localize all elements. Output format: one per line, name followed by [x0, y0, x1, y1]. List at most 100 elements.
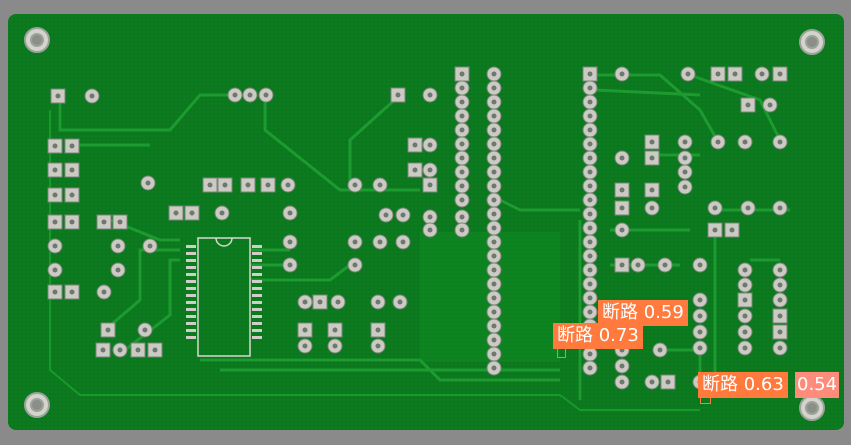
pad-hole	[587, 85, 593, 91]
pad-hole	[491, 337, 497, 343]
pad-hole	[587, 141, 593, 147]
pad-hole	[491, 141, 497, 147]
pad-hole	[459, 169, 465, 175]
pad-hole	[101, 219, 107, 225]
pad-hole	[587, 267, 593, 273]
pad-hole	[759, 71, 765, 77]
pad-hole	[352, 262, 358, 268]
pad-hole	[587, 365, 593, 371]
pad-hole	[222, 182, 228, 188]
pad-hole	[397, 299, 403, 305]
pad-hole	[69, 167, 75, 173]
pad-hole	[491, 309, 497, 315]
pad-hole	[459, 85, 465, 91]
pad-hole	[232, 92, 238, 98]
pad-hole	[459, 127, 465, 133]
pad-hole	[491, 365, 497, 371]
pad-hole	[587, 309, 593, 315]
pad-hole	[69, 219, 75, 225]
pad-hole	[745, 205, 751, 211]
pad-hole	[587, 183, 593, 189]
pad-hole	[117, 219, 123, 225]
pad-hole	[147, 243, 153, 249]
pad-hole	[332, 327, 338, 333]
pad-hole	[682, 184, 688, 190]
pad-hole	[335, 299, 341, 305]
pad-hole	[52, 143, 58, 149]
pad-hole	[649, 379, 655, 385]
pad-hole	[777, 282, 783, 288]
pad-hole	[491, 323, 497, 329]
pad-hole	[491, 267, 497, 273]
pad-hole	[777, 329, 783, 335]
pad-hole	[587, 225, 593, 231]
ic-chip-notch	[215, 237, 233, 247]
pad-hole	[427, 182, 433, 188]
pad-hole	[729, 227, 735, 233]
pad-hole	[619, 262, 625, 268]
pad-hole	[302, 327, 308, 333]
pad-hole	[285, 182, 291, 188]
pad-hole	[587, 281, 593, 287]
pad-hole	[491, 85, 497, 91]
pad-hole	[52, 219, 58, 225]
pad-hole	[263, 92, 269, 98]
pad-hole	[69, 289, 75, 295]
pad-hole	[742, 139, 748, 145]
pad-hole	[682, 155, 688, 161]
pad-hole	[619, 227, 625, 233]
pad-hole	[657, 347, 663, 353]
pad-hole	[619, 205, 625, 211]
pad-hole	[115, 267, 121, 273]
pad-hole	[287, 239, 293, 245]
pad-hole	[715, 139, 721, 145]
pad-hole	[649, 139, 655, 145]
pad-hole	[697, 329, 703, 335]
pad-hole	[491, 71, 497, 77]
pad-hole	[491, 169, 497, 175]
pad-hole	[352, 239, 358, 245]
pad-hole	[587, 169, 593, 175]
pad-hole	[649, 155, 655, 161]
pad-hole	[265, 182, 271, 188]
mounting-holes	[24, 27, 825, 421]
pad-hole	[635, 262, 641, 268]
pad-hole	[662, 262, 668, 268]
pad-hole	[375, 299, 381, 305]
pad-hole	[52, 192, 58, 198]
pad-hole	[587, 253, 593, 259]
pad-hole	[685, 71, 691, 77]
pad-hole	[619, 155, 625, 161]
pad-hole	[89, 93, 95, 99]
pad-hole	[491, 113, 497, 119]
pad-hole	[745, 102, 751, 108]
pad-hole	[491, 253, 497, 259]
detection-label-4: 0.54	[795, 372, 840, 398]
pad-hole	[400, 212, 406, 218]
pad-hole	[742, 267, 748, 273]
pad-hole	[459, 197, 465, 203]
pad-hole	[777, 71, 783, 77]
pad-hole	[742, 329, 748, 335]
pad-hole	[587, 71, 593, 77]
pad-hole	[145, 180, 151, 186]
ic-chip-pins	[186, 245, 262, 339]
pad-hole	[459, 155, 465, 161]
pad-hole	[427, 227, 433, 233]
pad-hole	[207, 182, 213, 188]
pad-hole	[245, 182, 251, 188]
detection-label-3: 断路 0.63	[698, 372, 788, 398]
pad-hole	[715, 71, 721, 77]
pad-hole	[777, 139, 783, 145]
pad-hole	[587, 295, 593, 301]
pad-hole	[712, 227, 718, 233]
pad-hole	[352, 182, 358, 188]
pad-hole	[375, 327, 381, 333]
pad-hole	[777, 205, 783, 211]
pad-hole	[142, 327, 148, 333]
pad-hole	[742, 313, 748, 319]
pad-hole	[587, 351, 593, 357]
pad-hole	[491, 239, 497, 245]
pad-hole	[412, 142, 418, 148]
pad-hole	[459, 227, 465, 233]
